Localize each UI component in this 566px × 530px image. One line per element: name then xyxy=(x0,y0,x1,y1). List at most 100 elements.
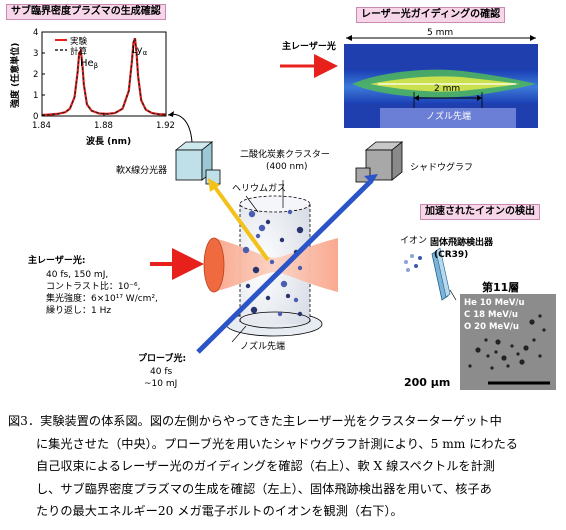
energy-o: O 20 MeV/u xyxy=(464,322,519,332)
label-main-laser: 主レーザー光: xyxy=(28,256,86,266)
chart-x-label: 波長 (nm) xyxy=(86,135,131,147)
track-pit xyxy=(501,355,507,361)
cr39-micrograph xyxy=(460,294,556,390)
y-tick-label-3: 3 xyxy=(33,49,38,59)
guiding-image xyxy=(344,35,538,128)
cluster-particle xyxy=(285,293,291,299)
x-tick-label-2: 1.92 xyxy=(156,121,175,131)
cluster-particle xyxy=(296,226,304,234)
ion-dots xyxy=(404,254,422,272)
cluster-particle xyxy=(250,306,258,314)
laser-param-4: 繰り返し：1 Hz xyxy=(46,306,112,316)
caption-line-5: たりの最大エネルギー20 メガ電子ボルトのイオンを観測（右下）。 xyxy=(36,504,403,518)
track-pit xyxy=(516,352,520,356)
cluster-particle xyxy=(245,283,251,289)
figure-caption: 図3．実験装置の体系図。図の左側からやってきた主レーザー光をクラスターターゲット… xyxy=(8,410,560,523)
track-pit xyxy=(532,338,536,342)
track-pit xyxy=(519,359,525,365)
track-pit xyxy=(484,338,488,342)
y-tick-label-0: 0 xyxy=(33,112,38,122)
cluster-particle xyxy=(293,297,299,303)
label-5mm: 5 mm xyxy=(427,28,454,38)
cluster-particle xyxy=(248,210,256,218)
chart-plot-area xyxy=(41,31,167,117)
legend-calculation: 計算 xyxy=(70,46,88,57)
track-pit xyxy=(529,319,535,325)
label-layer: 第11層 xyxy=(482,281,520,294)
label-co2-size: (400 nm) xyxy=(266,162,308,172)
track-pit xyxy=(490,366,494,370)
cluster-particles xyxy=(242,209,304,317)
label-detector-sub: (CR39) xyxy=(434,250,469,260)
cluster-particle xyxy=(297,311,303,317)
x-tick-label-0: 1.84 xyxy=(32,121,51,131)
chart-y-label: 強度 (任意単位) xyxy=(9,43,21,108)
label-scale-200: 200 μm xyxy=(404,376,451,389)
peak-label-ly: Lyα xyxy=(132,45,148,57)
label-probe: プローブ光: xyxy=(138,354,187,364)
xray-spectrometer-box xyxy=(174,141,221,185)
label-nozzle: ノズル先端 xyxy=(240,342,286,352)
y-tick-label-1: 1 xyxy=(33,91,38,101)
probe-param-1: 40 fs xyxy=(150,367,173,377)
laser-param-1: 40 fs, 150 mJ, xyxy=(46,270,109,280)
cluster-particle xyxy=(280,280,288,288)
tag-plasma: サブ臨界密度プラズマの生成確認 xyxy=(6,4,166,20)
label-xray-spectrometer: 軟X線分光器 xyxy=(116,166,168,176)
laser-param-3: 集光強度：6×10¹⁷ W/cm², xyxy=(46,294,158,304)
cr39-detector xyxy=(431,247,451,301)
chart-legend: 実験 計算 xyxy=(55,36,88,57)
track-pit xyxy=(538,354,542,358)
label-shadowgraph: シャドウグラフ xyxy=(410,163,474,173)
cluster-particle xyxy=(265,295,271,301)
cluster-particle xyxy=(242,246,250,254)
track-pit xyxy=(475,347,481,353)
xray-beam xyxy=(212,184,270,262)
caption-line-3: 自己収束によるレーザー光のガイディングを確認（右上）、軟 X 線スペクトルを計測 xyxy=(36,459,495,473)
label-ion: イオン xyxy=(400,236,428,246)
energy-he: He 10 MeV/u xyxy=(464,298,525,308)
y-tick-label-4: 4 xyxy=(33,28,38,38)
tag-guiding: レーザー光ガイディングの確認 xyxy=(356,7,506,23)
cluster-particle xyxy=(258,224,266,232)
y-tick-label-2: 2 xyxy=(33,70,38,80)
track-pit xyxy=(494,350,498,354)
caption-line-4: し、サブ臨界密度プラズマの生成を確認（左上）、固体飛跡検出器を用いて、核子あ xyxy=(36,481,492,496)
track-pit xyxy=(510,344,514,348)
track-pit xyxy=(506,364,510,368)
label-main-laser-top: 主レーザー光 xyxy=(282,42,336,52)
caption-line-2: に集光させた（中央）。プローブ光を用いたシャドウグラフ計測により、5 mm にわ… xyxy=(36,436,518,451)
cluster-particle xyxy=(255,233,261,239)
cluster-particle xyxy=(277,311,283,317)
label-helium: ヘリウムガス xyxy=(232,184,287,194)
label-2mm: 2 mm xyxy=(434,84,461,94)
x-tick-label-1: 1.88 xyxy=(94,121,113,131)
legend-experiment: 実験 xyxy=(70,36,88,47)
track-pit xyxy=(486,354,490,358)
cluster-particle xyxy=(265,219,271,225)
track-pit xyxy=(523,345,529,351)
cluster-particle xyxy=(252,266,260,274)
track-pit xyxy=(495,339,501,345)
laser-param-2: コントラスト比：10⁻⁶, xyxy=(46,282,141,292)
caption-line-1: 図3．実験装置の体系図。図の左側からやってきた主レーザー光をクラスターターゲット… xyxy=(8,414,502,428)
label-co2-cluster: 二酸化炭素クラスター xyxy=(240,150,330,160)
series-line-1 xyxy=(41,38,167,116)
label-detector: 固体飛跡検出器 xyxy=(430,238,494,248)
cluster-particle xyxy=(287,209,293,215)
probe-param-2: ~10 mJ xyxy=(144,379,178,389)
probe-beam xyxy=(196,180,372,354)
track-pit xyxy=(538,314,542,318)
label-nozzle-top: ノズル先端 xyxy=(426,112,472,122)
track-pit xyxy=(468,364,472,368)
tag-ions: 加速されたイオンの検出 xyxy=(420,204,540,220)
cluster-particle xyxy=(269,259,275,265)
energy-c: C 18 MeV/u xyxy=(464,310,518,320)
track-pit xyxy=(542,328,546,332)
peak-label-he: Heβ xyxy=(80,58,98,70)
cluster-particle xyxy=(279,237,285,243)
shadowgraph-camera-box xyxy=(355,141,404,183)
chart-series-group xyxy=(41,37,167,117)
